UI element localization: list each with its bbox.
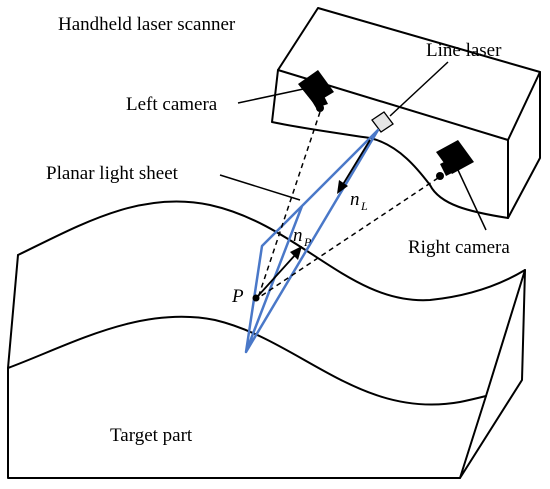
camera-rays: [257, 111, 439, 299]
target-part: [7, 200, 526, 479]
normal-nl-subscript: L: [360, 199, 368, 213]
normal-np-subscript: P: [303, 235, 312, 249]
leader-line-laser: [389, 61, 449, 117]
scanner-front-face: [271, 69, 509, 219]
point-p-marker: [252, 294, 260, 302]
right-camera-icon: [436, 140, 474, 180]
leader-right-camera: [457, 169, 487, 231]
normal-np-label: n: [293, 225, 303, 246]
scanner-label: Handheld laser scanner: [58, 14, 236, 35]
left-camera-label: Left camera: [126, 94, 218, 115]
left-camera-icon: [298, 70, 334, 112]
light-sheet-label: Planar light sheet: [46, 163, 179, 184]
leader-lines: [219, 61, 487, 231]
leader-left-camera: [237, 87, 309, 104]
normal-np-arrow: [257, 246, 302, 297]
target-part-label: Target part: [110, 425, 193, 446]
target-right-side: [459, 269, 526, 479]
left-camera-ray: [257, 111, 321, 299]
scanner-housing: [271, 7, 541, 219]
light-sheet-outline: [244, 128, 380, 354]
target-top-front-edge: [7, 315, 487, 406]
planar-light-sheet: [244, 128, 380, 354]
line-laser-label: Line laser: [426, 40, 502, 61]
scanner-right-face: [507, 71, 541, 219]
right-camera-label: Right camera: [408, 237, 510, 258]
point-p-label: P: [231, 286, 244, 307]
right-camera-ray: [257, 177, 439, 299]
target-left-side: [7, 254, 461, 479]
leader-light-sheet: [219, 174, 301, 201]
normal-nl-label: n: [350, 189, 360, 210]
line-laser-icon: [371, 111, 394, 133]
target-top-back-edge: [17, 200, 526, 302]
normal-nl-arrow: [337, 139, 371, 194]
